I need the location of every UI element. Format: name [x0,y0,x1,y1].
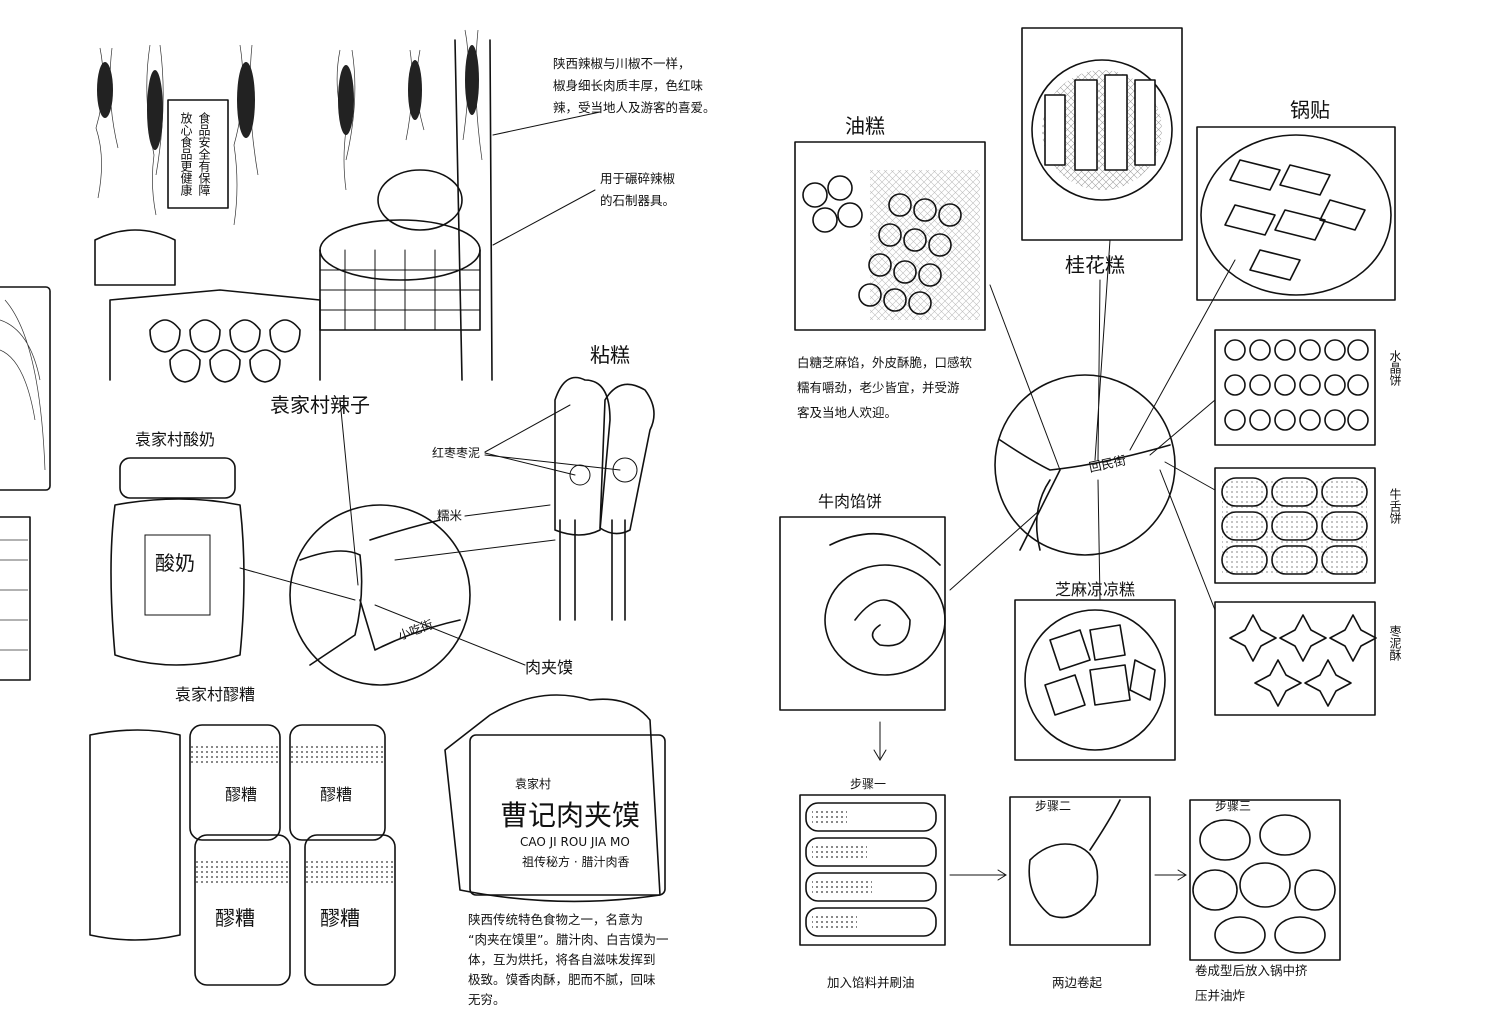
yougao-label: 油糕 [845,114,885,138]
step-3-caption: 压并油炸 [1195,988,1246,1003]
grinder-note-line: 用于碾碎辣椒 [600,171,676,186]
niurou-bing-label: 牛肉馅饼 [818,492,882,511]
step-1-title: 步骤一 [850,777,886,791]
step-2-title: 步骤二 [1035,799,1071,813]
laozao-jar-text: 醪糟 [215,906,255,930]
chili-note-line: 陕西辣椒与川椒不一样， [553,56,691,71]
zhima-liangao-label: 芝麻凉凉糕 [1055,580,1135,599]
roujiamo-note-line: 陕西传统特色食物之一，名意为 [468,912,643,927]
yougao-note-line: 客及当地人欢迎。 [797,405,897,420]
laozao-label: 袁家村醪糟 [175,685,255,704]
roujiamo-note-line: 极致。馍香肉酥，肥而不腻，回味 [468,972,656,987]
yougao-note-line: 糯有嚼劲，老少皆宜，并受游 [797,380,960,395]
map-circle-left: 小吃街 [289,504,471,686]
stall-sign [167,99,229,209]
left-edge-fragments [0,286,51,681]
roujiamo-label: 肉夹馍 [525,658,573,677]
roujiamo-note-line: 体，互为烘托，将各自滋味发挥到 [468,952,656,967]
niushebing-box [1214,467,1376,584]
roujiamo-note-line: 无穷。 [468,992,506,1007]
roujiamo-note-line: “肉夹在馍里”。腊汁肉、白吉馍为一 [468,932,668,947]
step-3-caption: 卷成型后放入锅中挤 [1195,963,1308,978]
step-3-title: 步骤三 [1215,799,1251,813]
laozao-jars-illustration: 醪糟 醪糟 醪糟 醪糟 [89,724,396,986]
bag-pinyin: CAO JI ROU JIA MO [520,835,630,849]
bag-title: 曹记肉夹馍 [500,799,640,832]
step-1-caption: 加入馅料并刷油 [827,975,915,990]
step-2-caption: 两边卷起 [1052,975,1103,990]
yougao-note-line: 白糖芝麻馅，外皮酥脆，口感软 [797,355,973,370]
yogurt-label: 袁家村酸奶 [135,430,215,449]
date-paste-label: 红枣枣泥 [432,445,480,460]
yougao-illustration [794,141,986,331]
step-2-illustration [1009,796,1151,946]
step-arrow [1154,869,1187,881]
shuijingbing-box [1214,329,1376,446]
basket [94,229,176,286]
chili-note-line: 辣，受当地人及游客的喜爱。 [553,100,716,115]
bag-brand: 袁家村 [515,776,551,791]
step-3-illustration [1189,799,1341,961]
down-arrow [873,721,887,761]
zhima-liangao-illustration [1014,599,1176,761]
guotie-illustration [1196,126,1396,301]
laozao-jar-text: 醪糟 [320,906,360,930]
niushebing-label: 牛舌饼 [1388,487,1402,525]
steamer-skewers-illustration [1021,27,1183,241]
chili-note-line: 椒身细长肉质丰厚，色红味 [553,78,704,93]
chili-stall-illustration: 食品安全有保障 放心食品更健康 [94,29,493,383]
shuijingbing-label: 水晶饼 [1388,350,1402,387]
yogurt-jar-text: 酸奶 [155,551,195,575]
chili-label: 袁家村辣子 [270,393,370,417]
zaonisu-box [1214,601,1377,716]
niangao-illustration [554,376,655,621]
niurou-bing-illustration [779,516,946,711]
stall-sign-line-1: 食品安全有保障 [197,111,211,196]
bag-slogan: 祖传秘方 · 腊汁肉香 [522,854,629,869]
guihuagao-label: 桂花糕 [1065,253,1125,277]
roujiamo-bag-illustration: 袁家村 曹记肉夹馍 CAO JI ROU JIA MO 祖传秘方 · 腊汁肉香 [444,694,666,903]
zaonisu-label: 枣泥酥 [1388,625,1402,661]
guotie-label: 锅贴 [1290,98,1330,122]
map-road-label-right: 回民街 [1088,452,1128,474]
laozao-jar-text: 醪糟 [225,785,257,804]
map-circle-right: 回民街 [994,374,1176,556]
step-arrow [949,869,1007,881]
step-1-illustration [799,794,946,946]
niangao-label: 粘糕 [590,343,630,367]
stone-grinder-wheel [377,169,463,231]
grinder-note-line: 的石制器具。 [600,193,675,208]
laozao-jar-text: 醪糟 [320,785,352,804]
yogurt-jar-illustration: 酸奶 [110,457,245,666]
glutinous-rice-label: 糯米 [437,508,463,523]
stall-sign-line-2: 放心食品更健康 [179,111,193,196]
